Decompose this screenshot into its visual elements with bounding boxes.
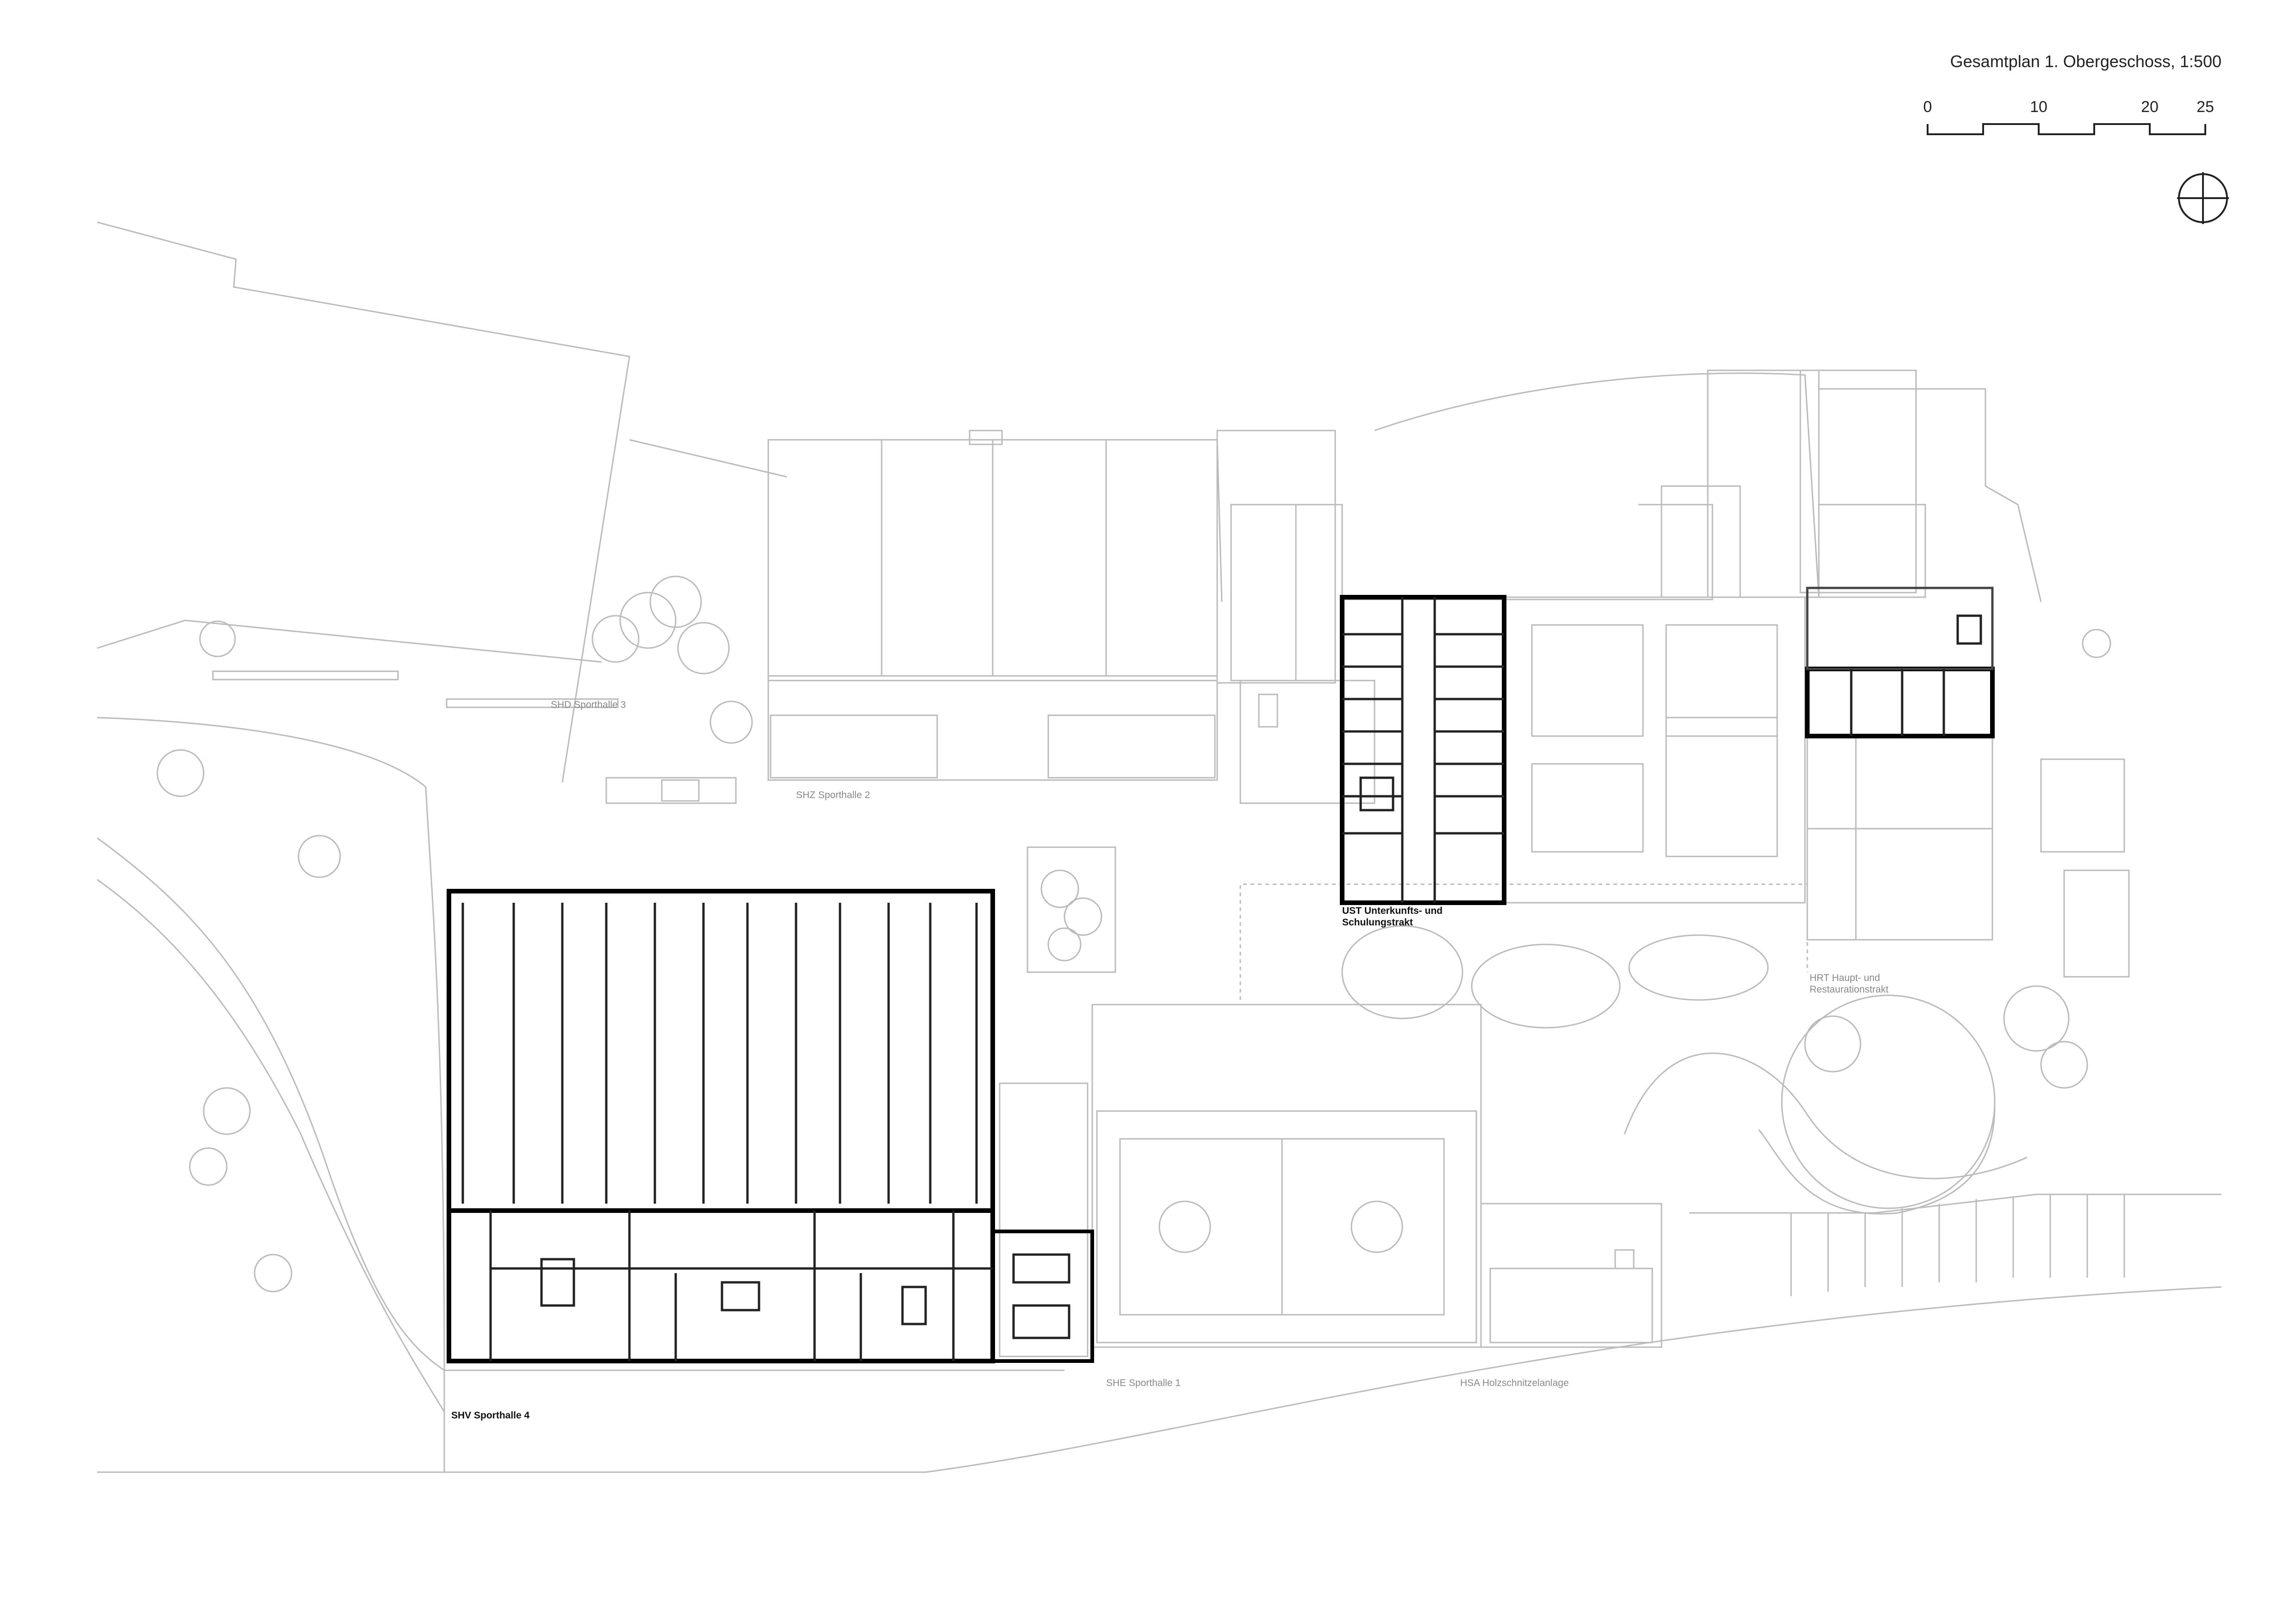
scale-label-25: 25 [2196, 98, 2214, 116]
highlighted-buildings [447, 595, 1995, 1363]
label-ust-line2: Schulungstrakt [1342, 917, 1413, 928]
scale-bar [1927, 123, 2206, 135]
label-hrt-line1: HRT Haupt- und [1810, 973, 1880, 983]
scale-label-20: 20 [2141, 98, 2159, 116]
label-shd-sporthalle-3: SHD Sporthalle 3 [551, 700, 626, 710]
label-she-sporthalle-1: SHE Sporthalle 1 [1106, 1378, 1181, 1388]
north-arrow-icon [2177, 172, 2229, 224]
label-shv-sporthalle-4: SHV Sporthalle 4 [451, 1410, 530, 1421]
label-shz-sporthalle-2: SHZ Sporthalle 2 [796, 790, 870, 800]
scale-label-0: 0 [1923, 98, 1932, 116]
label-hrt: HRT Haupt- und Restaurationstrakt [1810, 972, 1888, 995]
label-hrt-line2: Restaurationstrakt [1810, 984, 1889, 995]
label-ust-line1: UST Unterkunfts- und [1342, 906, 1443, 916]
label-ust: UST Unterkunfts- und Schulungstrakt [1342, 905, 1443, 928]
context-linework [97, 221, 2222, 1473]
scale-label-10: 10 [2030, 98, 2047, 116]
label-hsa-holzschnitzelanlage: HSA Holzschnitzelanlage [1460, 1378, 1569, 1388]
interior-walls [461, 587, 1994, 1361]
plan-title: Gesamtplan 1. Obergeschoss, 1:500 [1950, 52, 2221, 71]
